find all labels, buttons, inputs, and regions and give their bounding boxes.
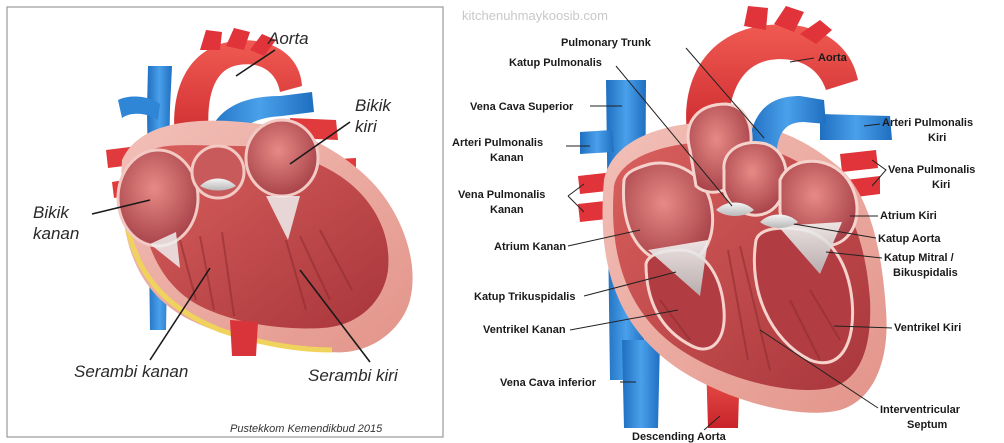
label-katup-mitral-line2: Bikuspidalis bbox=[893, 267, 958, 279]
label-arteri-pulmonalis-kiri-line1: Arteri Pulmonalis bbox=[882, 117, 973, 129]
label-katup-pulmonalis: Katup Pulmonalis bbox=[509, 57, 602, 69]
label-arteri-pulmonalis-kanan-line2: Kanan bbox=[490, 152, 524, 164]
label-pulmonary-trunk: Pulmonary Trunk bbox=[561, 37, 652, 49]
credit-text: Pustekkom Kemendikbud 2015 bbox=[230, 423, 383, 435]
label-bikik-kanan-line2: kanan bbox=[33, 224, 79, 243]
label-ventrikel-kanan: Ventrikel Kanan bbox=[483, 324, 566, 336]
label-vena-cava-superior: Vena Cava Superior bbox=[470, 101, 574, 113]
label-descending-aorta: Descending Aorta bbox=[632, 431, 727, 443]
label-bikik-kiri-line2: kiri bbox=[355, 117, 378, 136]
label-serambi-kanan: Serambi kanan bbox=[74, 362, 188, 381]
label-serambi-kiri: Serambi kiri bbox=[308, 366, 399, 385]
label-atrium-kanan: Atrium Kanan bbox=[494, 241, 566, 253]
arteri-pulmonalis-kanan-vessel bbox=[580, 130, 614, 154]
label-interventricular-line2: Septum bbox=[907, 419, 948, 431]
right-heart-panel: kitchenuhmaykoosib.com bbox=[452, 6, 975, 443]
watermark-text: kitchenuhmaykoosib.com bbox=[462, 8, 608, 23]
label-aorta-left: Aorta bbox=[267, 29, 309, 48]
label-katup-aorta: Katup Aorta bbox=[878, 233, 941, 245]
label-vena-pulmonalis-kanan-line1: Vena Pulmonalis bbox=[458, 189, 545, 201]
label-vena-cava-inferior: Vena Cava inferior bbox=[500, 377, 597, 389]
label-bikik-kanan-line1: Bikik bbox=[33, 203, 70, 222]
label-vena-pulmonalis-kiri-line2: Kiri bbox=[932, 179, 950, 191]
right-heart-illustration bbox=[578, 6, 892, 428]
left-chamber-bikik-kanan bbox=[118, 150, 198, 246]
descending-aorta-left bbox=[230, 320, 258, 356]
label-katup-trikuspidalis: Katup Trikuspidalis bbox=[474, 291, 575, 303]
left-heart-panel: Aorta Bikik kiri Bikik kanan Serambi kan… bbox=[7, 7, 443, 437]
label-vena-pulmonalis-kiri-line1: Vena Pulmonalis bbox=[888, 164, 975, 176]
label-arteri-pulmonalis-kiri-line2: Kiri bbox=[928, 132, 946, 144]
label-ventrikel-kiri: Ventrikel Kiri bbox=[894, 322, 961, 334]
label-atrium-kiri: Atrium Kiri bbox=[880, 210, 937, 222]
left-chamber-bikik-kiri bbox=[246, 120, 318, 196]
label-katup-mitral-line1: Katup Mitral / bbox=[884, 252, 954, 264]
label-interventricular-line1: Interventricular bbox=[880, 404, 961, 416]
vena-cava-inferior-right bbox=[622, 340, 660, 428]
label-arteri-pulmonalis-kanan-line1: Arteri Pulmonalis bbox=[452, 137, 543, 149]
label-bikik-kiri-line1: Bikik bbox=[355, 96, 392, 115]
label-vena-pulmonalis-kanan-line2: Kanan bbox=[490, 204, 524, 216]
label-aorta-right: Aorta bbox=[818, 52, 848, 64]
